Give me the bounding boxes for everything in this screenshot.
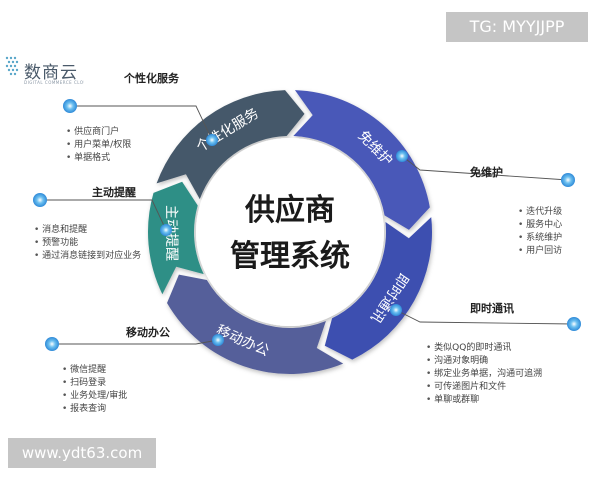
list-item: 供应商门户 <box>66 126 131 139</box>
ring-dot-reminder <box>160 224 172 236</box>
callout-personalized-list: 供应商门户 用户菜单/权限 单据格式 <box>66 126 131 165</box>
list-item: 业务处理/审批 <box>62 390 127 403</box>
end-dot-reminder <box>33 193 47 207</box>
callout-reminder-title: 主动提醒 <box>92 186 136 199</box>
list-item: 消息和提醒 <box>34 224 141 237</box>
ring-dot-personalized <box>206 134 218 146</box>
ring-group <box>148 90 432 374</box>
list-item: 迭代升级 <box>518 206 562 219</box>
watermark-top: TG: MYYJJPP <box>446 12 588 42</box>
connector-line-instant <box>395 309 575 325</box>
end-dot-mobile <box>45 337 59 351</box>
list-item: 微信提醒 <box>62 364 127 377</box>
list-item: 系统维护 <box>518 232 562 245</box>
end-dot-personalized <box>63 99 77 113</box>
center-disc <box>196 138 384 326</box>
callout-instant-title: 即时通讯 <box>470 302 514 315</box>
center-title-line1: 供应商 <box>245 193 335 228</box>
list-item: 类似QQ的即时通讯 <box>426 342 542 355</box>
list-item: 单据格式 <box>66 152 131 165</box>
connector-line-maintenance <box>401 155 569 181</box>
logo-text: 数商云 <box>24 63 78 83</box>
ring-segment-reminder <box>148 181 204 295</box>
logo <box>4 54 22 82</box>
list-item: 用户菜单/权限 <box>66 139 131 152</box>
list-item: 服务中心 <box>518 219 562 232</box>
connector-line-mobile <box>52 339 219 345</box>
ring-segment-mobile <box>167 274 344 374</box>
ring-dot-mobile <box>212 334 224 346</box>
callout-personalized-title: 个性化服务 <box>124 72 179 85</box>
list-item: 通过消息链接到对应业务 <box>34 250 141 263</box>
callout-mobile-list: 微信提醒 扫码登录 业务处理/审批 报表查询 <box>62 364 127 416</box>
callout-instant-list: 类似QQ的即时通讯 沟通对象明确 绑定业务单据，沟通可追溯 可传递图片和文件 单… <box>426 342 542 407</box>
callout-maintenance-title: 免维护 <box>470 166 503 179</box>
connector-line-personalized <box>70 105 213 141</box>
list-item: 报表查询 <box>62 403 127 416</box>
center-title: 供应商 管理系统 <box>210 188 370 280</box>
connectors <box>33 99 581 351</box>
watermark-bottom: www.ydt63.com <box>8 438 156 468</box>
ring-segment-instant <box>324 217 432 360</box>
connector-line-reminder <box>40 199 167 231</box>
ring-dot-maintenance <box>396 150 408 162</box>
ring-segment-personalized <box>156 90 305 200</box>
list-item: 沟通对象明确 <box>426 355 542 368</box>
logo-icon <box>5 56 19 76</box>
center-title-line2: 管理系统 <box>230 239 350 274</box>
logo-subtitle: DIGITAL COMMERCE CLOUD <box>24 80 84 85</box>
end-dot-maintenance <box>561 173 575 187</box>
list-item: 绑定业务单据，沟通可追溯 <box>426 368 542 381</box>
list-item: 用户回访 <box>518 245 562 258</box>
list-item: 可传递图片和文件 <box>426 381 542 394</box>
callout-mobile-title: 移动办公 <box>126 326 170 339</box>
callout-reminder-list: 消息和提醒 预警功能 通过消息链接到对应业务 <box>34 224 141 263</box>
ring-dot-instant <box>390 304 402 316</box>
list-item: 预警功能 <box>34 237 141 250</box>
end-dot-instant <box>567 317 581 331</box>
ring-segment-maintenance <box>293 90 430 230</box>
list-item: 扫码登录 <box>62 377 127 390</box>
list-item: 单聊或群聊 <box>426 394 542 407</box>
callout-maintenance-list: 迭代升级 服务中心 系统维护 用户回访 <box>518 206 562 258</box>
